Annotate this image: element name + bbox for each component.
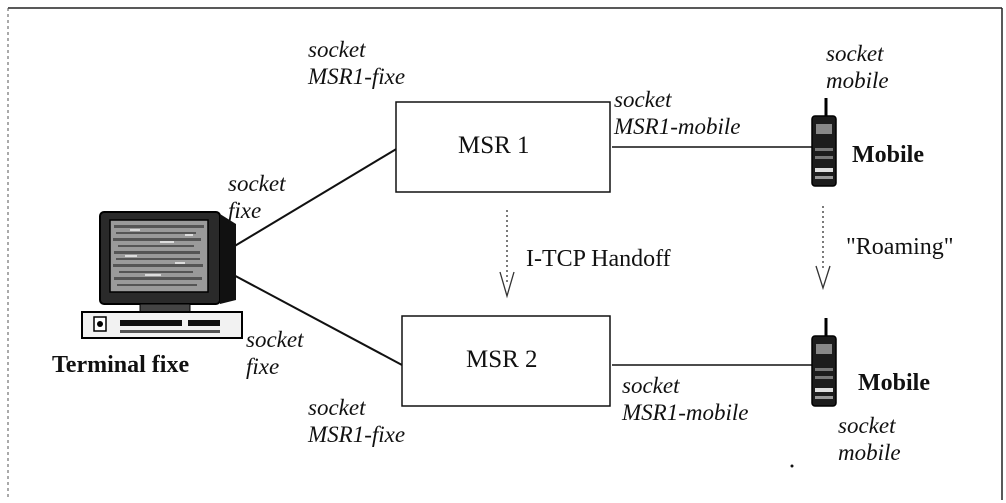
handoff-label: I-TCP Handoff	[526, 246, 671, 272]
socket-msr1-fixe-bottom-label: socket MSR1-fixe	[308, 394, 405, 448]
msr2-label: MSR 2	[466, 346, 538, 373]
msr1-box	[395, 101, 611, 193]
socket-msr1-mobile-top-label: socket MSR1-mobile	[614, 86, 740, 140]
msr1-label: MSR 1	[458, 132, 530, 159]
socket-msr1-mobile-bottom-label: socket MSR1-mobile	[622, 372, 748, 426]
roaming-label: "Roaming"	[846, 234, 954, 260]
desktop-computer-icon	[81, 211, 243, 339]
socket-word: socket	[246, 327, 304, 352]
socket-word: socket	[614, 87, 672, 112]
socket-word: socket	[622, 373, 680, 398]
socket-id: mobile	[838, 440, 901, 465]
handoff-arrowhead	[499, 271, 515, 299]
socket-id: fixe	[228, 198, 262, 223]
mobile-phone-icon	[811, 98, 837, 187]
socket-id: fixe	[246, 354, 280, 379]
socket-word: socket	[826, 41, 884, 66]
roaming-arrowhead	[815, 265, 831, 291]
mobile-bottom-label: Mobile	[858, 370, 930, 396]
msr2-box	[401, 315, 611, 407]
link-terminal-msr1	[227, 147, 399, 251]
socket-id: MSR1-mobile	[622, 400, 749, 425]
mobile-top-label: Mobile	[852, 142, 924, 168]
terminal-label: Terminal fixe	[52, 352, 190, 378]
socket-word: socket	[838, 413, 896, 438]
socket-mobile-bottom-label: socket mobile	[838, 412, 901, 466]
socket-msr1-fixe-top-label: socket MSR1-fixe	[308, 36, 405, 90]
socket-id: mobile	[826, 68, 889, 93]
socket-id: MSR1-fixe	[308, 422, 406, 447]
socket-word: socket	[228, 171, 286, 196]
socket-word: socket	[308, 395, 366, 420]
mobile-phone-icon	[811, 318, 837, 407]
socket-fixe-upper-label: socket fixe	[228, 170, 285, 224]
socket-word: socket	[308, 37, 366, 62]
stray-dot	[790, 464, 794, 468]
socket-id: MSR1-mobile	[614, 114, 741, 139]
socket-mobile-top-label: socket mobile	[826, 40, 889, 94]
link-terminal-msr2	[227, 271, 403, 366]
socket-fixe-lower-label: socket fixe	[246, 326, 303, 380]
socket-id: MSR1-fixe	[308, 64, 406, 89]
